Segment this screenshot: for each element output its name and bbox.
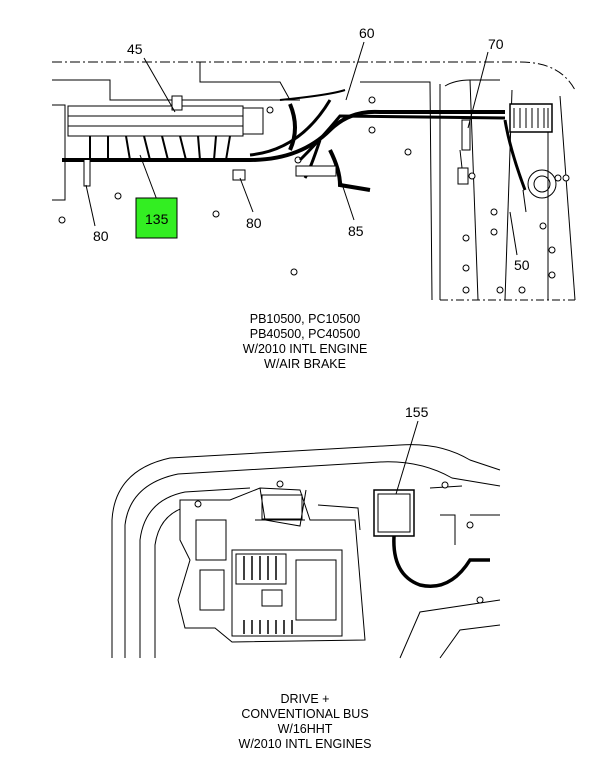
- caption-line: W/2010 INTL ENGINE: [242, 342, 368, 356]
- top-view-drawing: [52, 61, 576, 301]
- caption-line: W/16HHT: [277, 722, 333, 736]
- mounting-holes: [58, 96, 570, 294]
- callout-60: 60: [359, 25, 375, 41]
- callout-80-left: 80: [93, 228, 109, 244]
- harness-bundle: [62, 89, 527, 192]
- callout-135: 135: [145, 211, 169, 227]
- caption-line: CONVENTIONAL BUS: [241, 707, 369, 721]
- bottom-view-caption: DRIVE + CONVENTIONAL BUS W/16HHT W/2010 …: [0, 692, 610, 752]
- callout-80-mid: 80: [246, 215, 262, 231]
- top-view-leader-lines: [85, 41, 518, 256]
- callout-85: 85: [348, 223, 364, 239]
- callout-155: 155: [405, 404, 429, 420]
- caption-line: PB40500, PC40500: [249, 327, 361, 341]
- caption-line: W/2010 INTL ENGINES: [238, 737, 372, 751]
- bottom-view-leader-line: [395, 420, 419, 495]
- caption-line: W/AIR BRAKE: [264, 357, 346, 371]
- callout-45: 45: [127, 41, 143, 57]
- callout-135-highlight: [135, 197, 178, 239]
- callout-50: 50: [514, 257, 530, 273]
- caption-line: PB10500, PC10500: [249, 312, 361, 326]
- top-view-caption: PB10500, PC10500 PB40500, PC40500 W/2010…: [0, 312, 610, 372]
- fuse-block-wires: [89, 135, 231, 161]
- caption-line: DRIVE +: [280, 692, 330, 706]
- callout-70: 70: [488, 36, 504, 52]
- bottom-view-drawing: [111, 444, 501, 659]
